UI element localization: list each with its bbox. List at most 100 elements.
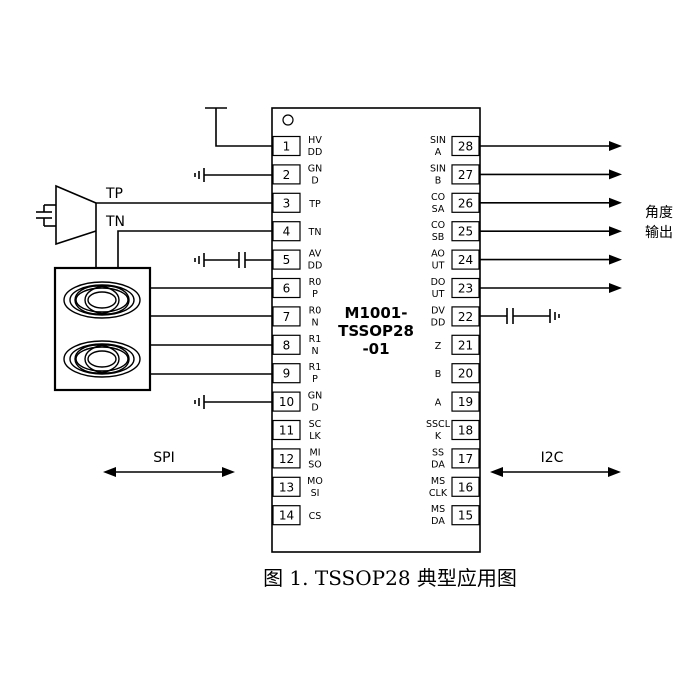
pin-box xyxy=(272,192,301,213)
spi-double-arrow xyxy=(103,467,235,477)
pin-label: UT xyxy=(432,289,445,300)
hvdd-supply xyxy=(205,107,272,147)
pin-label: DD xyxy=(308,261,323,272)
pin-label: R1 xyxy=(309,334,322,345)
pin-label: D xyxy=(311,403,318,414)
pin-number: 12 xyxy=(279,452,294,466)
pin-label: A xyxy=(435,398,442,409)
pin-box xyxy=(272,363,301,384)
pin-label: DD xyxy=(431,317,446,328)
pin-label: DA xyxy=(431,459,445,470)
pin-label: UT xyxy=(432,261,445,272)
pin-label: DV xyxy=(431,305,445,316)
pin-label: HV xyxy=(308,135,322,146)
pin-label: MI xyxy=(310,447,321,458)
pin-number: 27 xyxy=(458,168,473,182)
output-arrow xyxy=(480,226,622,237)
pin-number: 26 xyxy=(458,196,473,210)
pin-label: SB xyxy=(432,232,445,243)
pin-label: K xyxy=(435,431,442,442)
pin-number: 20 xyxy=(458,367,473,381)
pin-label: SIN xyxy=(430,135,446,146)
i2c-double-arrow xyxy=(490,467,621,477)
pin-number: 4 xyxy=(283,225,291,239)
dvdd-decoupling-capacitor xyxy=(480,308,560,324)
pin-label: B xyxy=(435,369,442,380)
pin-number: 22 xyxy=(458,310,473,324)
pin-box xyxy=(451,363,480,384)
pin-label: CS xyxy=(309,511,322,522)
receive-coil-1 xyxy=(63,340,141,378)
tn-label: TN xyxy=(105,214,125,230)
pin-label: P xyxy=(312,374,318,385)
gnd-symbol-pin10 xyxy=(194,395,272,409)
pin-label: A xyxy=(435,147,442,158)
pin-number: 2 xyxy=(283,168,291,182)
pin-box xyxy=(272,505,301,526)
pin-label: CO xyxy=(431,192,445,203)
sensor-coil-box xyxy=(53,266,152,392)
pin-label: R0 xyxy=(309,277,322,288)
pin-label: B xyxy=(435,175,442,186)
pin-number: 16 xyxy=(458,480,473,494)
pin-number: 28 xyxy=(458,140,473,154)
pin-box xyxy=(272,334,301,355)
pin-label: SS xyxy=(432,447,444,458)
pin-label: SSCL xyxy=(426,419,451,430)
angle-output-label-line-1: 角度 xyxy=(645,205,673,221)
pin-label: R0 xyxy=(309,305,322,316)
pin-number: 25 xyxy=(458,225,473,239)
pin-number: 24 xyxy=(458,253,473,267)
chip-title-line-1: M1001- xyxy=(345,304,408,322)
pin-label: CLK xyxy=(429,488,448,499)
tp-label: TP xyxy=(105,186,123,202)
pin-number: 13 xyxy=(279,480,294,494)
pin-label: D xyxy=(311,175,318,186)
pin-label: LK xyxy=(309,431,321,442)
pin-label: P xyxy=(312,289,318,300)
output-arrow xyxy=(480,254,622,265)
receive-coil-0 xyxy=(63,281,141,319)
pin-label: DO xyxy=(431,277,446,288)
pin-box xyxy=(272,419,301,441)
pin-number: 15 xyxy=(458,509,473,523)
pin-box xyxy=(451,221,480,242)
pin-number: 11 xyxy=(279,424,294,438)
output-arrow xyxy=(480,283,622,293)
pin-box xyxy=(272,135,301,157)
pin-number: 9 xyxy=(283,367,291,381)
pin-box xyxy=(451,505,480,526)
excitation-coil-capacitor xyxy=(36,184,97,246)
output-arrow xyxy=(480,169,622,180)
pin-number: 6 xyxy=(283,282,291,296)
pin-label: TP xyxy=(308,199,321,210)
pin-number: 7 xyxy=(283,310,291,324)
pin-box xyxy=(451,306,480,327)
spi-label: SPI xyxy=(153,450,174,466)
pin-label: GN xyxy=(308,391,322,402)
receive-coil-wires xyxy=(150,287,272,375)
pin-box xyxy=(272,476,301,497)
angle-output-arrows xyxy=(480,141,622,293)
pin-label: SA xyxy=(432,204,445,215)
pin-number: 14 xyxy=(279,509,294,523)
pin-number: 19 xyxy=(458,395,473,409)
right-pin-21: 21Z xyxy=(435,334,480,355)
pin-box xyxy=(451,164,480,185)
pin-box xyxy=(451,419,480,441)
pin-number: 3 xyxy=(283,196,291,210)
pin-box xyxy=(451,277,480,299)
pin-box xyxy=(272,221,301,242)
